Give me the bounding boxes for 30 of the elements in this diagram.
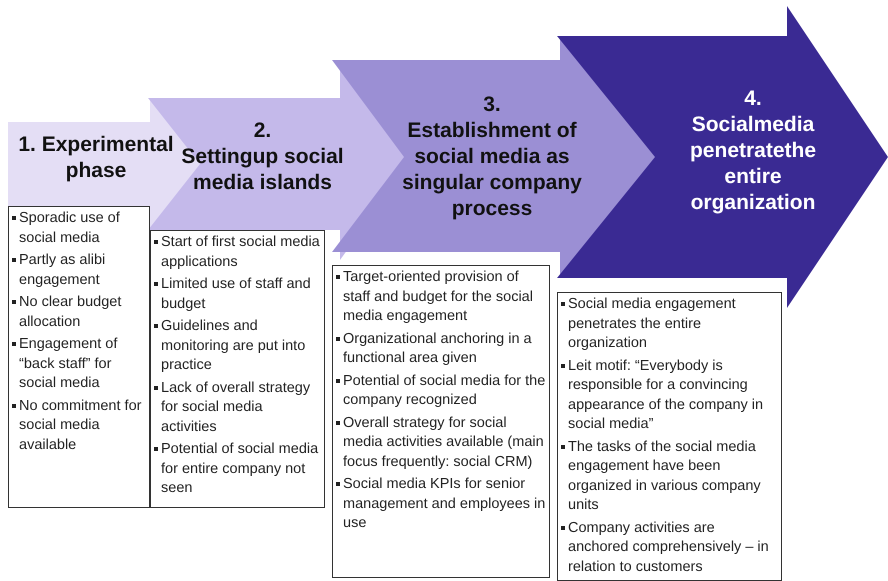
phase-title: Settingup social media islands xyxy=(180,144,345,196)
bullet-list-box xyxy=(332,265,550,578)
phase-title: Establishment of social media as singular company process xyxy=(401,118,583,222)
bullet-text: Social media engagement penetrates the entire organization xyxy=(568,295,737,353)
bullet-list-box xyxy=(557,292,782,581)
bullet-text: Target-oriented provision of staff and budget for the social media engagement xyxy=(343,268,534,326)
phase-title: 2. xyxy=(254,118,272,144)
phase-title: 1. Experimental phase xyxy=(17,132,175,184)
bullet-text: Social media KPIs for senior management and employees in use xyxy=(343,475,546,533)
bullet-text: No clear budget allocation xyxy=(19,293,122,332)
bullet-text: Guidelines and monitoring are put into practice xyxy=(161,317,306,375)
phase-title: 3. xyxy=(483,92,501,118)
bullet-text: Organizational anchoring in a functional area given xyxy=(343,330,533,368)
bullet-list-box xyxy=(150,230,325,508)
bullet-text: Overall strategy for social media activities available (main focus frequently: social CRM) xyxy=(343,414,545,472)
bullet-text: Engagement of “back staff” for social media xyxy=(19,335,118,393)
bullet-text: Sporadic use of social media xyxy=(19,209,121,248)
bullet-text: No commitment for social media available xyxy=(19,396,142,454)
bullet-text: Start of first social media applications xyxy=(161,233,321,272)
bullet-list-box xyxy=(8,206,150,508)
bullet-text: Lack of overall strategy for social media activities xyxy=(161,378,312,436)
bullet-text: Potential of social media for the company recognized xyxy=(343,372,546,410)
bullet-text: Potential of social media for entire company not seen xyxy=(161,440,320,498)
bullet-text: The tasks of the social media engagement have been organized in various company units xyxy=(568,438,762,515)
bullet-text: Leit motif: “Everybody is responsible for a convincing appearance of the company in social media” xyxy=(568,356,764,434)
bullet-text: Partly as alibi engagement xyxy=(19,251,106,290)
bullet-text: Company activities are anchored comprehensively – in relation to customers xyxy=(568,518,770,576)
phase-title: Socialmedia penetratethe entire organization xyxy=(688,112,818,216)
bullet-text: Limited use of staff and budget xyxy=(161,275,312,314)
phase-title: 4. xyxy=(744,86,762,112)
